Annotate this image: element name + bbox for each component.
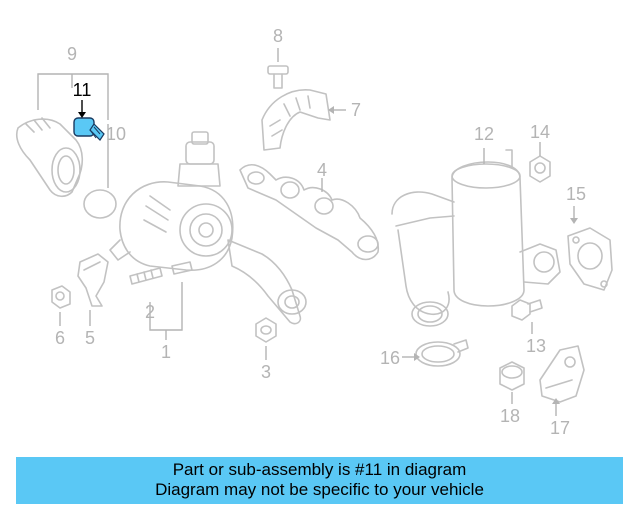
callout-17: 17 [550,418,570,438]
intake-hose-part[interactable] [15,117,84,198]
nut-18-part[interactable] [499,361,525,391]
clamp-part[interactable] [415,339,469,367]
callout-16: 16 [380,348,400,368]
callout-11: 11 [73,80,92,100]
callout-4: 4 [317,160,327,180]
catalytic-converter-part[interactable] [391,149,561,327]
callout-1: 1 [161,342,171,362]
info-banner: Part or sub-assembly is #11 in diagram D… [16,457,623,504]
manifold-gasket-part[interactable] [239,163,380,261]
callout-9: 9 [67,44,77,64]
gasket-ring-part[interactable] [83,189,117,219]
callout-8: 8 [273,26,283,46]
callout-12: 12 [474,124,494,144]
nut-14-part[interactable] [529,155,551,183]
banner-line-1: Part or sub-assembly is #11 in diagram [172,460,467,479]
turbocharger-part[interactable] [109,131,234,271]
nut-3-part[interactable] [255,317,277,343]
callout-2: 2 [145,302,155,322]
bracket-part[interactable] [539,345,585,403]
exhaust-manifold-part[interactable] [227,239,307,325]
flange-gasket-part[interactable] [567,227,613,291]
heat-shield-7-part[interactable] [261,89,331,151]
callout-9-bracket [37,73,109,120]
callout-3: 3 [261,362,271,382]
callout-10: 10 [106,124,126,144]
banner-line-2: Diagram may not be specific to your vehi… [155,480,484,499]
bolt-11-highlighted[interactable] [73,117,105,141]
bolt-13-part[interactable] [511,299,543,321]
parts-diagram: 1 2 3 4 5 6 7 8 9 10 11 12 13 14 15 16 1… [15,26,613,438]
nut-6-part[interactable] [51,285,71,309]
heat-shield-part[interactable] [77,253,109,307]
callout-7: 7 [351,100,361,120]
callout-5: 5 [85,328,95,348]
callout-18: 18 [500,406,520,426]
callout-15: 15 [566,184,586,204]
bolt-8-part[interactable] [267,65,289,89]
callout-6: 6 [55,328,65,348]
callout-13: 13 [526,336,546,356]
stud-part[interactable] [129,261,193,285]
callout-14: 14 [530,122,550,142]
